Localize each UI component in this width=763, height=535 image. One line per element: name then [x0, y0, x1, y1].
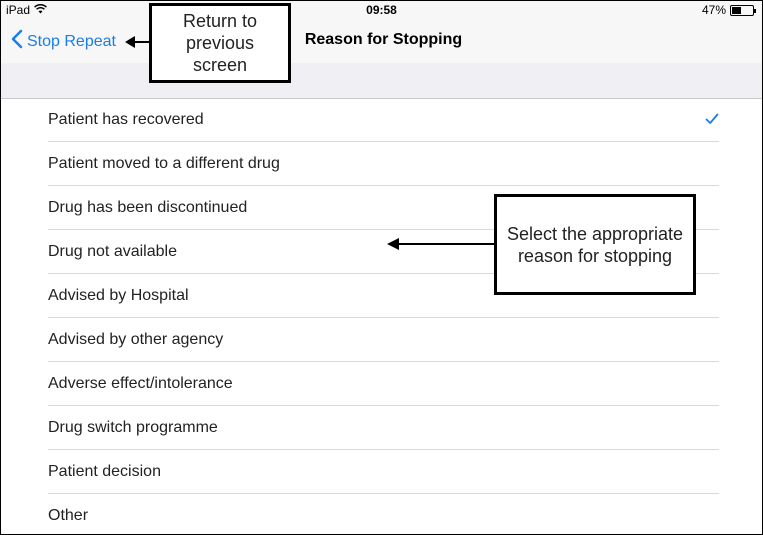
battery-level [732, 6, 742, 14]
status-right: 47% [701, 3, 756, 17]
reason-row[interactable]: Drug switch programme [48, 406, 719, 450]
reason-row[interactable]: Advised by Hospital [48, 274, 719, 318]
status-time: 09:58 [366, 3, 397, 17]
back-button-label: Stop Repeat [27, 32, 116, 50]
back-button[interactable]: Stop Repeat [11, 29, 116, 54]
reason-label: Patient moved to a different drug [48, 154, 280, 172]
section-spacer [1, 63, 762, 99]
reason-row[interactable]: Other [48, 494, 719, 534]
reason-row[interactable]: Patient moved to a different drug [48, 142, 719, 186]
battery-percent: 47% [701, 3, 726, 17]
reason-label: Drug not available [48, 242, 177, 260]
chevron-left-icon [11, 29, 23, 54]
reason-label: Patient has recovered [48, 110, 204, 128]
select-callout: Select the appropriate reason for stoppi… [494, 194, 696, 295]
reason-row[interactable]: Advised by other agency [48, 318, 719, 362]
navigation-bar: Stop Repeat Reason for Stopping [1, 19, 762, 63]
reason-row[interactable]: Adverse effect/intolerance [48, 362, 719, 406]
back-callout-arrow [125, 36, 150, 48]
wifi-icon [34, 3, 47, 17]
checkmark-icon [705, 113, 719, 124]
device-name: iPad [6, 3, 31, 17]
reason-label: Adverse effect/intolerance [48, 374, 233, 392]
reason-row[interactable]: Patient decision [48, 450, 719, 494]
back-callout-text: Return to previous screen [182, 11, 258, 75]
page-title: Reason for Stopping [304, 31, 463, 48]
select-callout-text: Select the appropriate reason for stoppi… [506, 223, 684, 266]
back-callout: Return to previous screen [149, 3, 291, 83]
select-callout-arrow [387, 238, 495, 250]
battery-icon [730, 4, 756, 16]
reason-label: Other [48, 507, 89, 524]
status-bar: iPad 09:58 47% [1, 1, 762, 19]
reason-label: Patient decision [48, 462, 161, 480]
status-left: iPad [6, 3, 47, 17]
reason-label: Advised by Hospital [48, 286, 189, 304]
reason-label: Advised by other agency [48, 330, 224, 348]
reason-row[interactable]: Patient has recovered [48, 98, 719, 142]
reason-label: Drug switch programme [48, 418, 218, 436]
reason-row[interactable]: Drug has been discontinued [48, 186, 719, 230]
reason-label: Drug has been discontinued [48, 198, 248, 216]
reason-row[interactable]: Drug not available [48, 230, 719, 274]
